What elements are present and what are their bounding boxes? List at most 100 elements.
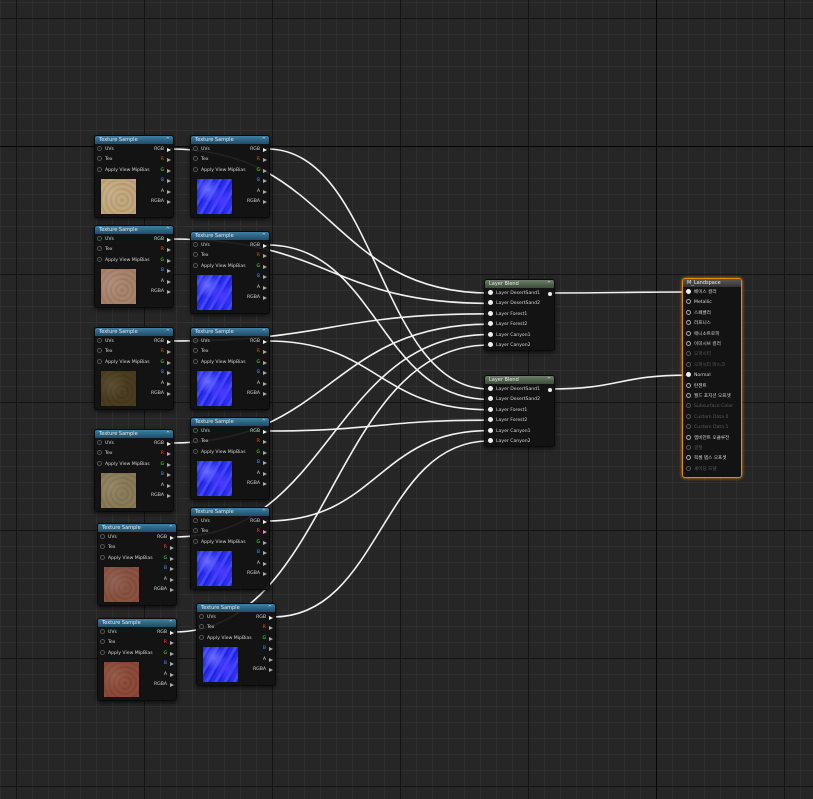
apply-view-mipbias-pin[interactable]: Apply View MipBias xyxy=(97,460,150,469)
output-r-pin[interactable]: R xyxy=(191,156,269,164)
material-input-pin[interactable]: Custom Data 0 xyxy=(686,413,728,422)
apply-view-mipbias-pin[interactable]: Apply View MipBias xyxy=(193,448,246,457)
output-a-pin[interactable]: A xyxy=(191,284,269,292)
apply-view-mipbias-pin[interactable]: Apply View MipBias xyxy=(193,358,246,367)
output-pin-arrow-icon[interactable] xyxy=(263,440,267,445)
output-r-pin[interactable]: R xyxy=(191,528,269,536)
node-title[interactable]: Texture Sample^ xyxy=(191,136,269,144)
input-pin-circle-icon[interactable] xyxy=(97,348,102,354)
output-g-pin[interactable]: G xyxy=(191,539,269,547)
layer-input-pin[interactable]: Layer Forest1 xyxy=(488,406,527,415)
output-rgba-pin[interactable]: RGBA xyxy=(191,480,269,488)
output-pin-arrow-icon[interactable] xyxy=(263,340,267,344)
output-pin-arrow-icon[interactable] xyxy=(170,651,174,656)
output-pin-arrow-icon[interactable] xyxy=(167,269,171,274)
uvs-pin[interactable]: UVs xyxy=(193,242,210,250)
tex-pin[interactable]: Tex xyxy=(199,624,215,632)
input-pin-circle-icon[interactable] xyxy=(686,403,691,409)
input-pin-circle-icon[interactable] xyxy=(193,146,198,151)
node-title[interactable]: Texture Sample^ xyxy=(98,619,176,627)
output-pin-arrow-icon[interactable] xyxy=(167,494,171,498)
output-pin-arrow-icon[interactable] xyxy=(170,536,174,540)
input-pin-circle-icon[interactable] xyxy=(193,252,198,258)
output-rgb-pin[interactable]: RGB xyxy=(191,428,269,436)
input-pin-circle-icon[interactable] xyxy=(97,146,102,151)
uvs-pin[interactable]: UVs xyxy=(193,146,210,154)
input-pin-circle-icon[interactable] xyxy=(193,166,198,172)
output-pin-arrow-icon[interactable] xyxy=(263,381,267,386)
output-pin-arrow-icon[interactable] xyxy=(167,290,171,294)
node-title[interactable]: M_Landspace xyxy=(683,279,741,287)
node-title[interactable]: Texture Sample^ xyxy=(95,226,173,234)
collapse-arrow-icon[interactable]: ^ xyxy=(165,431,170,437)
output-pin-arrow-icon[interactable] xyxy=(263,179,267,184)
output-b-pin[interactable]: B xyxy=(95,471,173,479)
input-pin-circle-icon[interactable] xyxy=(488,321,493,327)
tex-pin[interactable]: Tex xyxy=(193,156,209,164)
output-a-pin[interactable]: A xyxy=(95,482,173,490)
uvs-pin[interactable]: UVs xyxy=(97,440,114,448)
material-input-pin[interactable]: 앰비언트 오클루전 xyxy=(686,434,729,443)
input-pin-circle-icon[interactable] xyxy=(686,434,691,440)
output-pin-arrow-icon[interactable] xyxy=(263,471,267,476)
material-input-pin[interactable]: 이미시브 컬러 xyxy=(686,341,721,349)
output-g-pin[interactable]: G xyxy=(197,635,275,643)
output-pin-arrow-icon[interactable] xyxy=(167,340,171,344)
output-g-pin[interactable]: G xyxy=(191,449,269,457)
input-pin-circle-icon[interactable] xyxy=(488,417,493,423)
material-input-pin[interactable]: 픽셀 뎁스 오프셋 xyxy=(686,455,727,463)
input-pin-circle-icon[interactable] xyxy=(686,361,691,367)
output-rgb-pin[interactable]: RGB xyxy=(95,146,173,154)
output-pin-arrow-icon[interactable] xyxy=(269,657,273,662)
input-pin-circle-icon[interactable] xyxy=(193,528,198,534)
input-pin-circle-icon[interactable] xyxy=(488,310,493,316)
node-title[interactable]: Texture Sample^ xyxy=(98,524,176,532)
collapse-arrow-icon[interactable]: ^ xyxy=(267,605,272,611)
tex-pin[interactable]: Tex xyxy=(193,348,209,356)
output-pin-arrow-icon[interactable] xyxy=(170,567,174,572)
output-rgb-pin[interactable]: RGB xyxy=(191,518,269,526)
input-pin-circle-icon[interactable] xyxy=(686,465,691,471)
tex-pin[interactable]: Tex xyxy=(97,348,113,356)
node-title[interactable]: Layer Blend^ xyxy=(485,376,554,384)
output-pin-arrow-icon[interactable] xyxy=(167,452,171,457)
input-pin-circle-icon[interactable] xyxy=(100,544,105,550)
output-a-pin[interactable]: A xyxy=(197,656,275,664)
node-title[interactable]: Layer Blend^ xyxy=(485,280,554,288)
collapse-arrow-icon[interactable]: ^ xyxy=(168,620,173,626)
node-title[interactable]: Texture Sample^ xyxy=(95,430,173,438)
output-pin-arrow-icon[interactable] xyxy=(170,662,174,667)
input-pin-circle-icon[interactable] xyxy=(97,358,102,364)
output-b-pin[interactable]: B xyxy=(191,459,269,467)
layer-input-pin[interactable]: Layer Canyon2 xyxy=(488,438,531,446)
input-pin-circle-icon[interactable] xyxy=(97,156,102,162)
input-pin-circle-icon[interactable] xyxy=(193,538,198,544)
output-pin-arrow-icon[interactable] xyxy=(263,285,267,290)
output-pin-arrow-icon[interactable] xyxy=(167,189,171,194)
apply-view-mipbias-pin[interactable]: Apply View MipBias xyxy=(97,256,150,265)
node-title[interactable]: Texture Sample^ xyxy=(197,604,275,612)
input-pin-circle-icon[interactable] xyxy=(97,166,102,172)
output-pin-arrow-icon[interactable] xyxy=(167,483,171,488)
collapse-arrow-icon[interactable]: ^ xyxy=(165,329,170,335)
output-a-pin[interactable]: A xyxy=(95,278,173,286)
output-b-pin[interactable]: B xyxy=(95,369,173,377)
output-g-pin[interactable]: G xyxy=(191,359,269,367)
output-pin-arrow-icon[interactable] xyxy=(167,168,171,173)
output-pin-arrow-icon[interactable] xyxy=(263,350,267,355)
uvs-pin[interactable]: UVs xyxy=(199,614,216,622)
output-pin-arrow-icon[interactable] xyxy=(269,647,273,652)
output-pin-arrow-icon[interactable] xyxy=(263,148,267,152)
apply-view-mipbias-pin[interactable]: Apply View MipBias xyxy=(193,166,246,175)
output-b-pin[interactable]: B xyxy=(191,369,269,377)
node-title[interactable]: Texture Sample^ xyxy=(95,328,173,336)
material-input-pin[interactable]: 스페큘러 xyxy=(686,309,711,318)
uvs-pin[interactable]: UVs xyxy=(97,146,114,154)
output-g-pin[interactable]: G xyxy=(98,555,176,563)
output-pin-arrow-icon[interactable] xyxy=(263,551,267,556)
